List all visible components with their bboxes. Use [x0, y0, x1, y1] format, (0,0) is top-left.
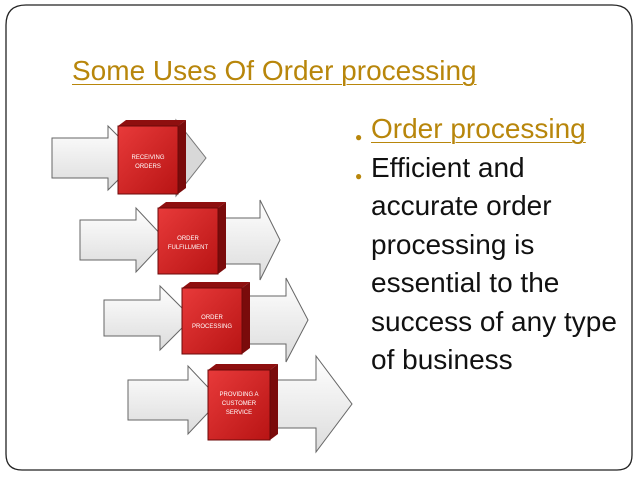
slide-title: Some Uses Of Order processing	[72, 55, 477, 86]
step-box-4	[207, 369, 271, 441]
step-box-1	[117, 125, 179, 195]
step-3-label-line2: PROCESSING	[192, 324, 232, 330]
output-arrow-4	[269, 354, 353, 454]
step-1-label-line2: ORDERS	[135, 164, 161, 170]
step-4-label-line3: SERVICE	[226, 410, 252, 416]
bullet-order-processing: ● Order processing	[353, 110, 633, 149]
bullet-order-processing-link[interactable]: Order processing	[371, 113, 586, 144]
process-step-4: PROVIDING A CUSTOMER SERVICE	[127, 354, 353, 454]
bullet-list: ● Order processing ● Efficient and accur…	[353, 110, 633, 380]
step-3-label-line1: ORDER	[201, 315, 223, 321]
bullet-dot-icon: ●	[355, 130, 363, 144]
input-arrow-4	[127, 364, 221, 436]
process-step-3: ORDER PROCESSING	[103, 277, 309, 363]
process-step-2: ORDER FULFILLMENT	[79, 199, 281, 281]
bullet-efficient-text: Efficient and accurate order processing …	[371, 151, 617, 376]
input-arrow-3	[103, 284, 193, 352]
input-arrow-2	[79, 206, 167, 274]
step-box-3	[181, 287, 243, 355]
step-box-2	[157, 207, 219, 275]
step-4-label-line2: CUSTOMER	[222, 401, 257, 407]
process-step-1: RECEIVING ORDERS	[51, 118, 207, 198]
order-process-diagram: RECEIVING ORDERS ORDER FULFILLMENT ORDER…	[51, 118, 353, 454]
bullet-dot-icon: ●	[355, 168, 363, 183]
output-arrow-3	[241, 277, 309, 363]
step-1-label-line1: RECEIVING	[131, 155, 164, 161]
step-2-label-line2: FULFILLMENT	[168, 245, 209, 251]
step-4-label-line1: PROVIDING A	[219, 392, 258, 398]
step-2-label-line1: ORDER	[177, 236, 199, 242]
bullet-efficient: ● Efficient and accurate order processin…	[353, 149, 633, 380]
